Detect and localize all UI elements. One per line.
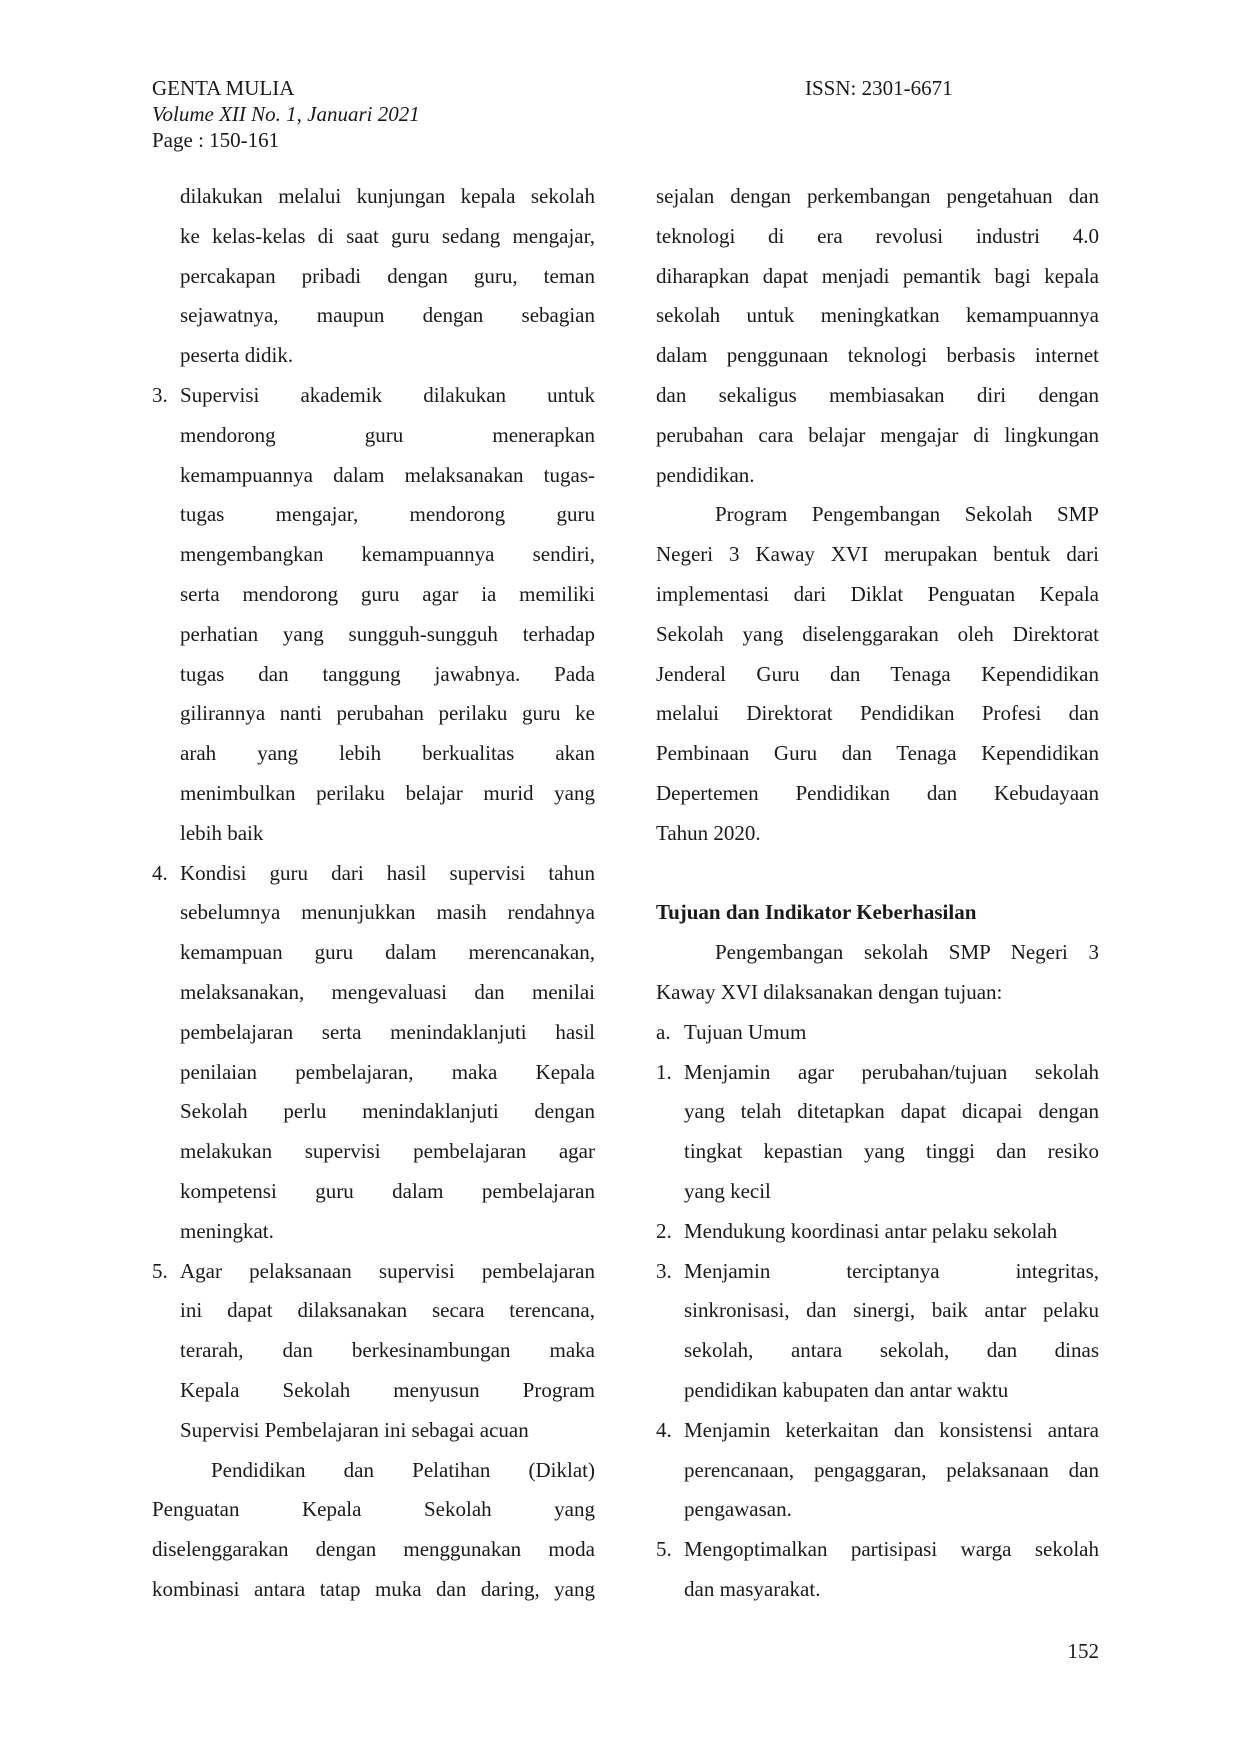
text-line: Mengoptimalkan partisipasi warga sekolah xyxy=(684,1537,1099,1562)
text-line: kombinasi antara tatap muka dan daring, … xyxy=(152,1577,595,1601)
text-line: perencanaan, pengaggaran, pelaksanaan da… xyxy=(684,1457,1099,1482)
text-line: meningkat. xyxy=(180,1218,274,1243)
text-line: penilaian pembelajaran, maka Kepala xyxy=(180,1059,595,1084)
text-line: serta mendorong guru agar ia memiliki xyxy=(180,582,595,606)
text-line: diharapkan dapat menjadi pemantik bagi k… xyxy=(656,263,1099,288)
text-line: Depertemen Pendidikan dan Kebudayaan xyxy=(656,781,1099,805)
list-marker: 3. xyxy=(152,383,168,407)
text-line: perubahan cara belajar mengajar di lingk… xyxy=(656,422,1099,447)
text-line: perhatian yang sungguh-sungguh terhadap xyxy=(180,621,595,646)
list-marker: 5. xyxy=(152,1258,168,1283)
text-line: Kaway XVI dilaksanakan dengan tujuan: xyxy=(656,980,1003,1004)
list-marker: a. xyxy=(656,1019,671,1044)
text-line: yang kecil xyxy=(684,1179,771,1203)
text-line: terarah, dan berkesinambungan maka xyxy=(180,1338,595,1363)
text-line: Negeri 3 Kaway XVI merupakan bentuk dari xyxy=(656,542,1099,567)
text-line: Pembinaan Guru dan Tenaga Kependidikan xyxy=(656,741,1099,766)
text-line: pengawasan. xyxy=(684,1497,792,1522)
text-line: percakapan pribadi dengan guru, teman xyxy=(180,263,595,288)
text-line: arah yang lebih berkualitas akan xyxy=(180,741,595,766)
text-line: Sekolah perlu menindaklanjuti dengan xyxy=(180,1099,595,1124)
list-marker: 1. xyxy=(656,1059,672,1084)
text-line: sinkronisasi, dan sinergi, baik antar pe… xyxy=(684,1298,1099,1323)
text-line: lebih baik xyxy=(180,820,264,845)
text-line: Tujuan Umum xyxy=(684,1019,807,1044)
text-line: Tahun 2020. xyxy=(656,820,761,845)
text-line: peserta didik. xyxy=(180,343,294,368)
list-marker: 4. xyxy=(656,1417,672,1442)
text-line: Program Pengembangan Sekolah SMP xyxy=(715,502,1099,527)
text-line: kemampuan guru dalam merencanakan, xyxy=(180,940,595,965)
text-line: Menjamin agar perubahan/tujuan sekolah xyxy=(684,1059,1099,1084)
text-line: melalui Direktorat Pendidikan Profesi da… xyxy=(656,701,1099,726)
text-line: ke kelas-kelas di saat guru sedang menga… xyxy=(180,223,595,248)
text-line: mengembangkan kemampuannya sendiri, xyxy=(180,542,595,567)
text-line: Kepala Sekolah menyusun Program xyxy=(180,1378,595,1402)
list-marker: 5. xyxy=(656,1537,672,1562)
text-line: melaksanakan, mengevaluasi dan menilai xyxy=(180,980,595,1004)
text-line: Kondisi guru dari hasil supervisi tahun xyxy=(180,860,595,885)
text-line: kompetensi guru dalam pembelajaran xyxy=(180,1179,595,1203)
text-line: yang telah ditetapkan dapat dicapai deng… xyxy=(684,1099,1099,1124)
journal-volume: Volume XII No. 1, Januari 2021 xyxy=(152,102,420,126)
list-marker: 2. xyxy=(656,1218,672,1243)
text-line: Pendidikan dan Pelatihan (Diklat) xyxy=(211,1457,595,1482)
text-line: Sekolah yang diselenggarakan oleh Direkt… xyxy=(656,621,1099,646)
text-line: kemampuannya dalam melaksanakan tugas- xyxy=(180,462,595,487)
journal-name: GENTA MULIA xyxy=(152,76,295,100)
text-line: tugas mengajar, mendorong guru xyxy=(180,502,595,527)
text-line: tingkat kepastian yang tinggi dan resiko xyxy=(684,1139,1099,1164)
text-line: Supervisi Pembelajaran ini sebagai acuan xyxy=(180,1417,529,1442)
text-line: sekolah, antara sekolah, dan dinas xyxy=(684,1338,1099,1363)
text-line: pendidikan. xyxy=(656,462,755,487)
issn: ISSN: 2301-6671 xyxy=(805,76,953,100)
page-number: 152 xyxy=(1067,1639,1100,1663)
text-line: sejawatnya, maupun dengan sebagian xyxy=(180,303,595,328)
text-line: Menjamin terciptanya integritas, xyxy=(684,1258,1099,1283)
page-range: Page : 150-161 xyxy=(152,128,280,152)
text-line: pembelajaran serta menindaklanjuti hasil xyxy=(180,1019,595,1044)
text-line: dilakukan melalui kunjungan kepala sekol… xyxy=(180,184,595,208)
text-line: Penguatan Kepala Sekolah yang xyxy=(152,1497,595,1522)
text-line: tugas dan tanggung jawabnya. Pada xyxy=(180,661,595,686)
text-line: melakukan supervisi pembelajaran agar xyxy=(180,1139,595,1164)
text-line: Supervisi akademik dilakukan untuk xyxy=(180,383,595,407)
text-line: menimbulkan perilaku belajar murid yang xyxy=(180,781,595,805)
text-line: pendidikan kabupaten dan antar waktu xyxy=(684,1378,1009,1402)
section-heading: Tujuan dan Indikator Keberhasilan xyxy=(656,900,977,925)
text-line: Jenderal Guru dan Tenaga Kependidikan xyxy=(656,661,1099,686)
text-line: diselenggarakan dengan menggunakan moda xyxy=(152,1537,595,1562)
text-line: mendorong guru menerapkan xyxy=(180,422,595,447)
list-marker: 3. xyxy=(656,1258,672,1283)
text-line: ini dapat dilaksanakan secara terencana, xyxy=(180,1298,595,1323)
text-line: sekolah untuk meningkatkan kemampuannya xyxy=(656,303,1099,328)
text-line: Pengembangan sekolah SMP Negeri 3 xyxy=(715,940,1099,965)
text-line: dalam penggunaan teknologi berbasis inte… xyxy=(656,343,1099,368)
text-line: teknologi di era revolusi industri 4.0 xyxy=(656,223,1099,248)
text-line: sejalan dengan perkembangan pengetahuan … xyxy=(656,184,1099,208)
list-marker: 4. xyxy=(152,860,168,885)
text-line: sebelumnya menunjukkan masih rendahnya xyxy=(180,900,595,925)
text-line: dan masyarakat. xyxy=(684,1577,821,1601)
text-line: dan sekaligus membiasakan diri dengan xyxy=(656,383,1099,407)
text-line: Mendukung koordinasi antar pelaku sekola… xyxy=(684,1218,1058,1243)
text-line: gilirannya nanti perubahan perilaku guru… xyxy=(180,701,595,726)
text-line: implementasi dari Diklat Penguatan Kepal… xyxy=(656,582,1099,606)
text-line: Agar pelaksanaan supervisi pembelajaran xyxy=(180,1258,595,1283)
text-line: Menjamin keterkaitan dan konsistensi ant… xyxy=(684,1417,1099,1442)
